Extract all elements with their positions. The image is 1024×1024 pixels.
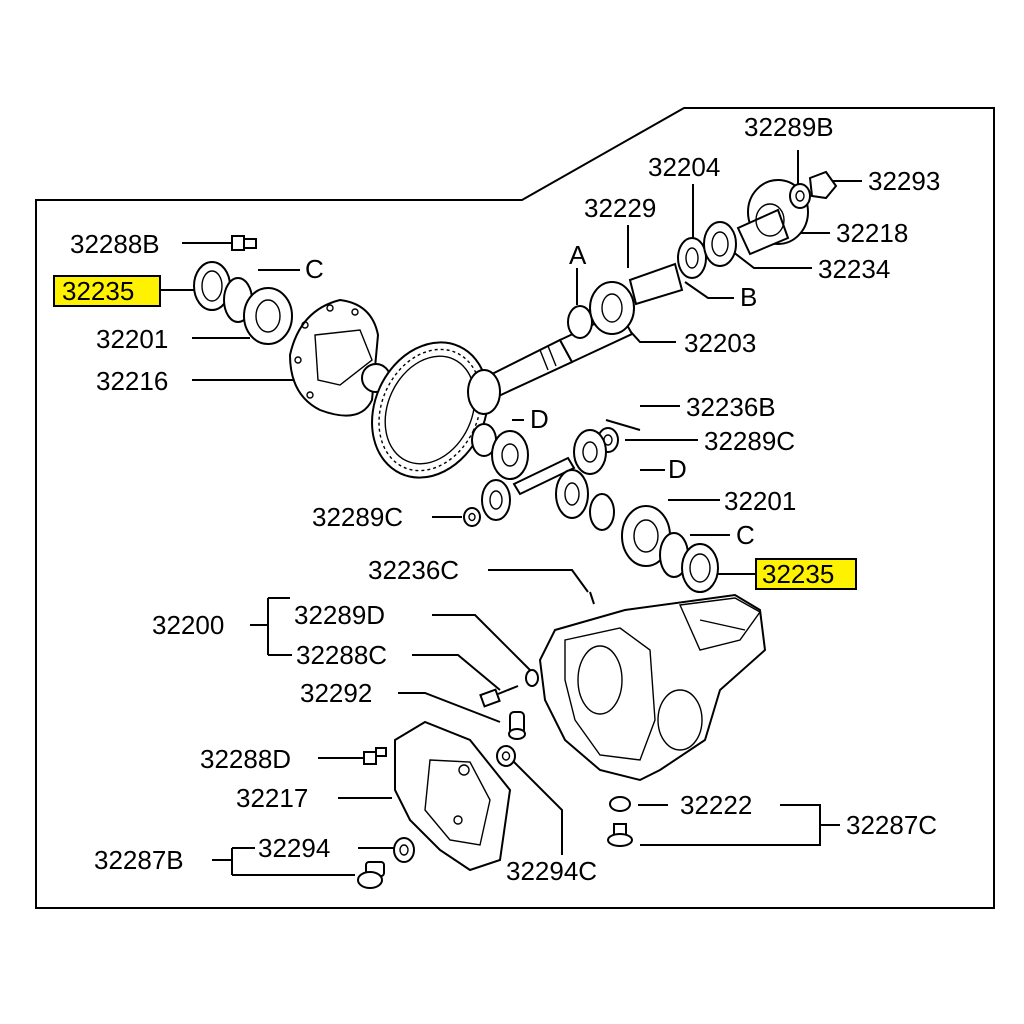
highlight-32235-left <box>53 275 161 307</box>
label-32288c[interactable]: 32288C <box>296 640 387 670</box>
highlight-32235-right <box>755 558 857 590</box>
breather-32292 <box>508 711 526 740</box>
pin-32236b <box>605 419 641 431</box>
spider-gear-upper <box>471 423 529 480</box>
label-32216[interactable]: 32216 <box>96 366 168 396</box>
label-c-left: C <box>305 254 324 284</box>
label-32203[interactable]: 32203 <box>684 328 756 358</box>
label-32292[interactable]: 32292 <box>300 678 372 708</box>
washer-nut <box>789 170 838 209</box>
plug-32287c <box>607 823 633 847</box>
label-32294c[interactable]: 32294C <box>506 856 597 886</box>
right-bearing-stack <box>621 505 719 593</box>
label-32204[interactable]: 32204 <box>648 152 720 182</box>
bolt-32288d <box>363 747 387 765</box>
label-32289c-left[interactable]: 32289C <box>312 502 403 532</box>
leader-lines <box>160 150 862 876</box>
label-32294[interactable]: 32294 <box>258 833 330 863</box>
side-gear-right <box>573 429 607 475</box>
label-32289c-right[interactable]: 32289C <box>704 426 795 456</box>
differential-case-32216 <box>288 298 391 417</box>
thrust-washer-d <box>589 493 615 531</box>
label-a: A <box>569 240 587 270</box>
label-32236c[interactable]: 32236C <box>368 555 459 585</box>
bolt-32288b-top <box>231 235 257 251</box>
washer-32289d <box>525 669 539 687</box>
label-32288d[interactable]: 32288D <box>200 744 291 774</box>
label-32234[interactable]: 32234 <box>818 254 890 284</box>
label-d-lower: D <box>668 454 687 484</box>
label-b: B <box>740 282 757 312</box>
plug-32287b <box>357 861 385 889</box>
label-32236b[interactable]: 32236B <box>686 392 776 422</box>
label-32289b[interactable]: 32289B <box>744 112 834 142</box>
label-32287c[interactable]: 32287C <box>846 810 937 840</box>
label-32235-left[interactable]: 32235 <box>62 276 134 306</box>
cross-shaft <box>512 456 576 496</box>
label-32201-right[interactable]: 32201 <box>724 486 796 516</box>
label-32293[interactable]: 32293 <box>868 166 940 196</box>
washer-32222 <box>609 796 631 812</box>
label-32222[interactable]: 32222 <box>680 790 752 820</box>
label-32218[interactable]: 32218 <box>836 218 908 248</box>
label-32289d[interactable]: 32289D <box>294 600 385 630</box>
label-32287b[interactable]: 32287B <box>94 845 184 875</box>
washer-32294 <box>393 837 415 863</box>
pin-32236c <box>589 591 595 605</box>
label-32288b-top[interactable]: 32288B <box>70 229 160 259</box>
left-bearing-stack <box>193 261 293 345</box>
diagram-frame <box>35 107 995 909</box>
label-32201-left[interactable]: 32201 <box>96 324 168 354</box>
bolt-32288c <box>479 685 519 708</box>
label-d-upper: D <box>530 404 549 434</box>
label-32229[interactable]: 32229 <box>584 193 656 223</box>
cover-32217 <box>394 720 512 872</box>
label-c-right: C <box>736 520 755 550</box>
label-32235-right[interactable]: 32235 <box>762 559 834 589</box>
label-32200[interactable]: 32200 <box>152 610 224 640</box>
washer-32289c-left <box>463 507 481 527</box>
pinion-bearings <box>567 221 737 339</box>
side-gear-lower <box>481 469 589 521</box>
label-32217[interactable]: 32217 <box>236 783 308 813</box>
carrier-housing-32200 <box>538 593 767 782</box>
washer-32294c <box>496 745 516 767</box>
